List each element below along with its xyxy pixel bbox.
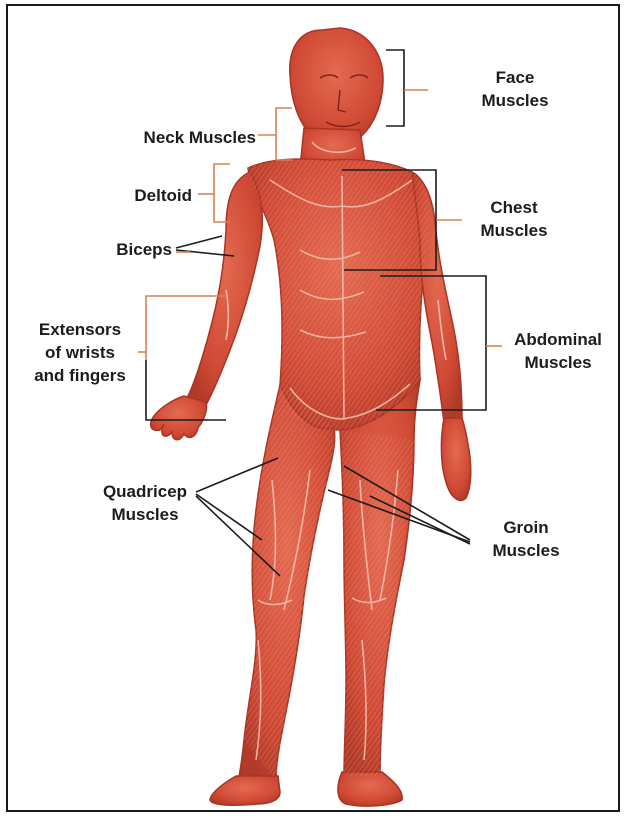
label-biceps-line-1: Biceps — [80, 238, 172, 261]
hand-right — [151, 396, 207, 440]
neck-bracket — [276, 108, 292, 160]
label-extensors-line-3: and fingers — [22, 364, 138, 387]
label-quadricep-muscles: Quadricep Muscles — [90, 480, 200, 526]
foot-left — [338, 772, 402, 806]
label-neck-line-1: Neck Muscles — [96, 126, 256, 149]
label-chest-line-1: Chest — [462, 196, 566, 219]
label-face-muscles: Face Muscles — [460, 66, 570, 112]
label-extensors-line-2: of wrists — [22, 341, 138, 364]
label-quadricep-line-1: Quadricep — [90, 480, 200, 503]
label-groin-line-2: Muscles — [476, 539, 576, 562]
label-groin-line-1: Groin — [476, 516, 576, 539]
muscle-texture — [244, 159, 429, 780]
label-neck-muscles: Neck Muscles — [96, 126, 256, 149]
quadricep-leader-2 — [196, 494, 262, 540]
foot-right — [210, 776, 280, 805]
label-biceps: Biceps — [80, 238, 172, 261]
label-abdominal-muscles: Abdominal Muscles — [500, 328, 616, 374]
label-face-line-2: Muscles — [460, 89, 570, 112]
label-face-line-1: Face — [460, 66, 570, 89]
hand-left — [441, 418, 470, 500]
label-deltoid: Deltoid — [100, 184, 192, 207]
label-abdominal-line-1: Abdominal — [500, 328, 616, 351]
label-extensors: Extensors of wrists and fingers — [22, 318, 138, 387]
label-quadricep-line-2: Muscles — [90, 503, 200, 526]
label-chest-muscles: Chest Muscles — [462, 196, 566, 242]
label-chest-line-2: Muscles — [462, 219, 566, 242]
label-groin-muscles: Groin Muscles — [476, 516, 576, 562]
biceps-leader-1 — [176, 236, 222, 248]
arm-right — [186, 172, 262, 405]
label-deltoid-line-1: Deltoid — [100, 184, 192, 207]
face-bracket — [386, 50, 404, 126]
label-extensors-line-1: Extensors — [22, 318, 138, 341]
label-abdominal-line-2: Muscles — [500, 351, 616, 374]
